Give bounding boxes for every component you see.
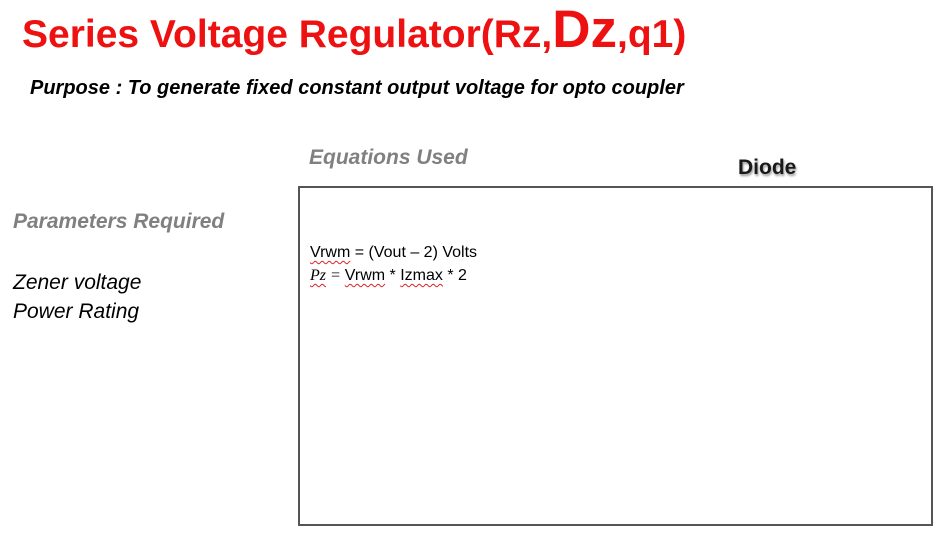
diode-label: Diode <box>738 156 797 179</box>
parameter-item-power-rating: Power Rating <box>13 300 140 323</box>
equation-equals: = <box>326 267 345 284</box>
equation-var-izmax: Izmax <box>400 267 443 284</box>
title-prefix: Series Voltage Regulator(Rz, <box>22 13 553 56</box>
equation-var-vrwm-2: Vrwm <box>344 267 386 284</box>
parameter-item-zener-voltage: Zener voltage <box>13 271 142 294</box>
equation-line-pz: Pz = Vrwm * Izmax * 2 <box>310 264 477 287</box>
equation-var-vrwm: Vrwm <box>310 244 351 261</box>
equations-lines: Vrwm = (Vout – 2) Volts Pz = Vrwm * Izma… <box>310 241 477 287</box>
purpose-statement: Purpose : To generate fixed constant out… <box>30 77 684 99</box>
equation-rest: = (Vout – 2) Volts <box>350 244 478 261</box>
equations-heading: Equations Used <box>309 146 468 169</box>
equation-symbol-pz: Pz <box>310 267 326 284</box>
parameters-heading: Parameters Required <box>13 210 225 233</box>
equations-box: Vrwm = (Vout – 2) Volts Pz = Vrwm * Izma… <box>298 186 933 526</box>
parameters-list: Zener voltage Power Rating <box>13 268 141 326</box>
equation-line-vrwm: Vrwm = (Vout – 2) Volts <box>310 241 477 264</box>
equation-operator: * <box>385 267 401 284</box>
title-emphasis: Dz <box>552 0 618 59</box>
equation-tail: * 2 <box>442 267 467 284</box>
title-suffix: ,q1) <box>617 13 687 56</box>
slide-title: Series Voltage Regulator(Rz,Dz,q1) <box>22 0 686 60</box>
